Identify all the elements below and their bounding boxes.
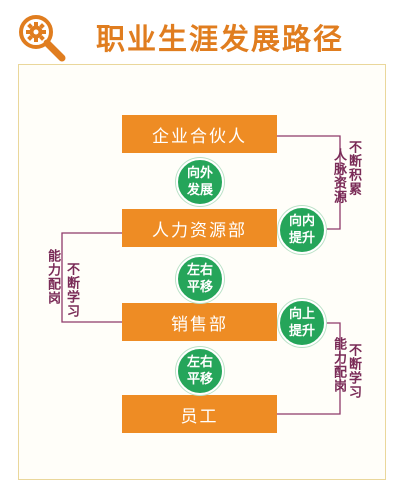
box-sales-department: 销售部 — [122, 303, 277, 341]
circle-line: 左右 — [186, 355, 213, 370]
box-staff: 员工 — [122, 395, 277, 433]
note-accumulate-col1: 不断积累 — [346, 140, 361, 196]
circle-line: 向上 — [288, 307, 315, 322]
circle-line: 平移 — [186, 280, 213, 295]
circle-line: 发展 — [186, 183, 213, 198]
circle-line: 向内 — [288, 214, 315, 229]
search-gear-icon — [14, 10, 70, 66]
circle-line: 提升 — [288, 231, 315, 246]
note-left-col1: 不断学习 — [64, 262, 79, 318]
circle-outward-development: 向外 发展 — [176, 158, 224, 206]
circle-inward-promotion: 向内 提升 — [278, 206, 326, 254]
note-right-bottom-col1: 不断学习 — [346, 343, 361, 399]
circle-line: 向外 — [186, 166, 213, 181]
circle-lateral-move-1: 左右 平移 — [176, 255, 224, 303]
box-hr-department: 人力资源部 — [122, 209, 277, 247]
note-accumulate-col2: 人脉资源 — [331, 148, 346, 204]
note-right-bottom-col2: 能力配岗 — [331, 337, 346, 393]
circle-line: 平移 — [186, 372, 213, 387]
note-left-col2: 能力配岗 — [45, 249, 60, 305]
box-enterprise-partner: 企业合伙人 — [122, 115, 277, 153]
circle-line: 左右 — [186, 263, 213, 278]
circle-line: 提升 — [288, 324, 315, 339]
page-title: 职业生涯发展路径 — [96, 22, 345, 56]
circle-upward-promotion: 向上 提升 — [278, 299, 326, 347]
circle-lateral-move-2: 左右 平移 — [176, 347, 224, 395]
